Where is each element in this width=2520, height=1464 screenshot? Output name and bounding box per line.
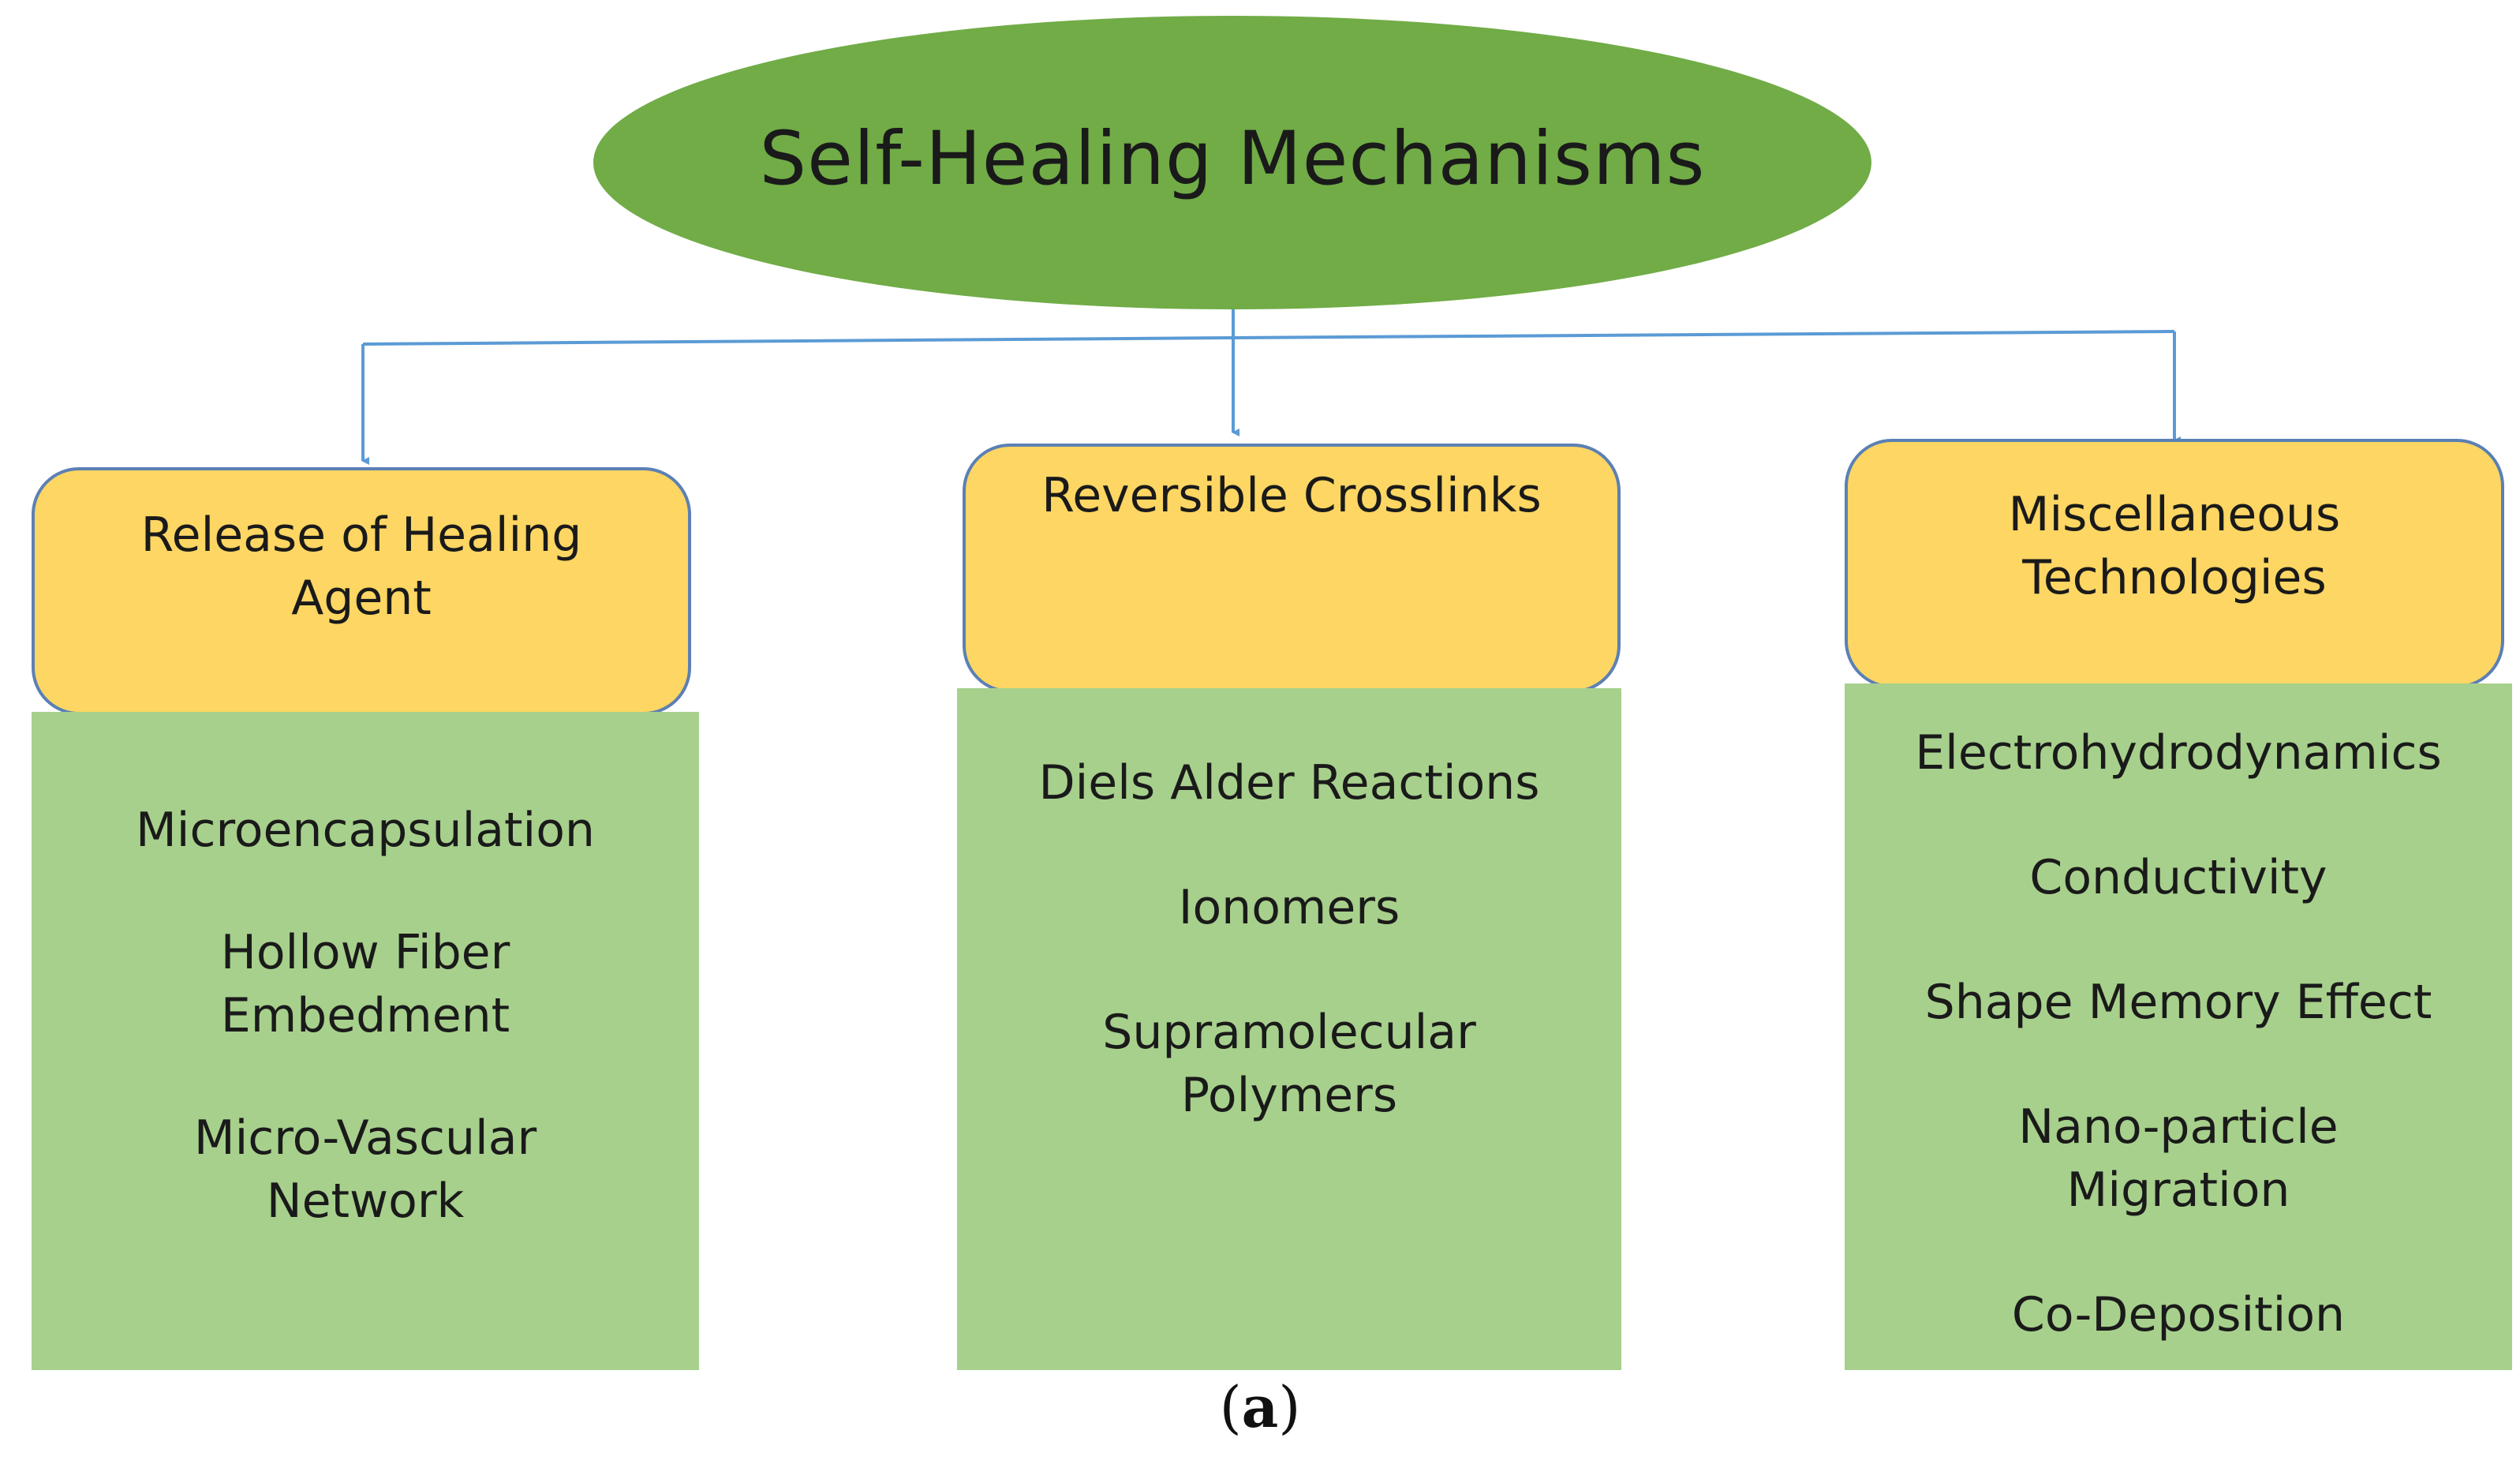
item-hollow-fiber-embedment: Hollow Fiber Embedment [220,925,510,1043]
header-label: Reversible Crosslinks [1041,468,1542,523]
header-label: Release of Healing Agent [140,507,582,626]
figure-caption: (a) [0,1373,2520,1440]
item-microencapsulation: Microencapsulation [136,803,595,858]
connector-bar-left [362,336,1234,346]
item-ionomers: Ionomers [1178,880,1400,935]
caption-close: ) [1278,1374,1301,1440]
body-release-of-healing-agent: Microencapsulation Hollow Fiber Embedmen… [32,712,699,1370]
caption-label: a [1241,1373,1279,1440]
connector-bar-right [1232,330,2175,339]
root-title: Self-Healing Mechanisms [759,115,1706,202]
root-node: Self-Healing Mechanisms [593,16,1871,309]
body-miscellaneous-technologies: Electrohydrodynamics Conductivity Shape … [1845,683,2512,1370]
item-diels-alder-reactions: Diels Alder Reactions [1038,755,1540,811]
item-shape-memory-effect: Shape Memory Effect [1924,975,2432,1030]
item-supramolecular-polymers: Supramolecular Polymers [1102,1005,1476,1123]
header-label: Miscellaneous Technologies [2008,487,2341,605]
item-electrohydrodynamics: Electrohydrodynamics [1915,725,2442,781]
item-nano-particle-migration: Nano-particle Migration [2018,1099,2339,1218]
item-micro-vascular-network: Micro-Vascular Network [193,1110,537,1229]
header-reversible-crosslinks: Reversible Crosslinks [963,444,1621,693]
item-co-deposition: Co-Deposition [2011,1287,2346,1342]
header-miscellaneous-technologies: Miscellaneous Technologies [1845,439,2504,688]
body-reversible-crosslinks: Diels Alder Reactions Ionomers Supramole… [957,688,1621,1370]
caption-open: ( [1219,1374,1242,1440]
header-release-of-healing-agent: Release of Healing Agent [32,467,691,715]
item-conductivity: Conductivity [2029,850,2327,905]
